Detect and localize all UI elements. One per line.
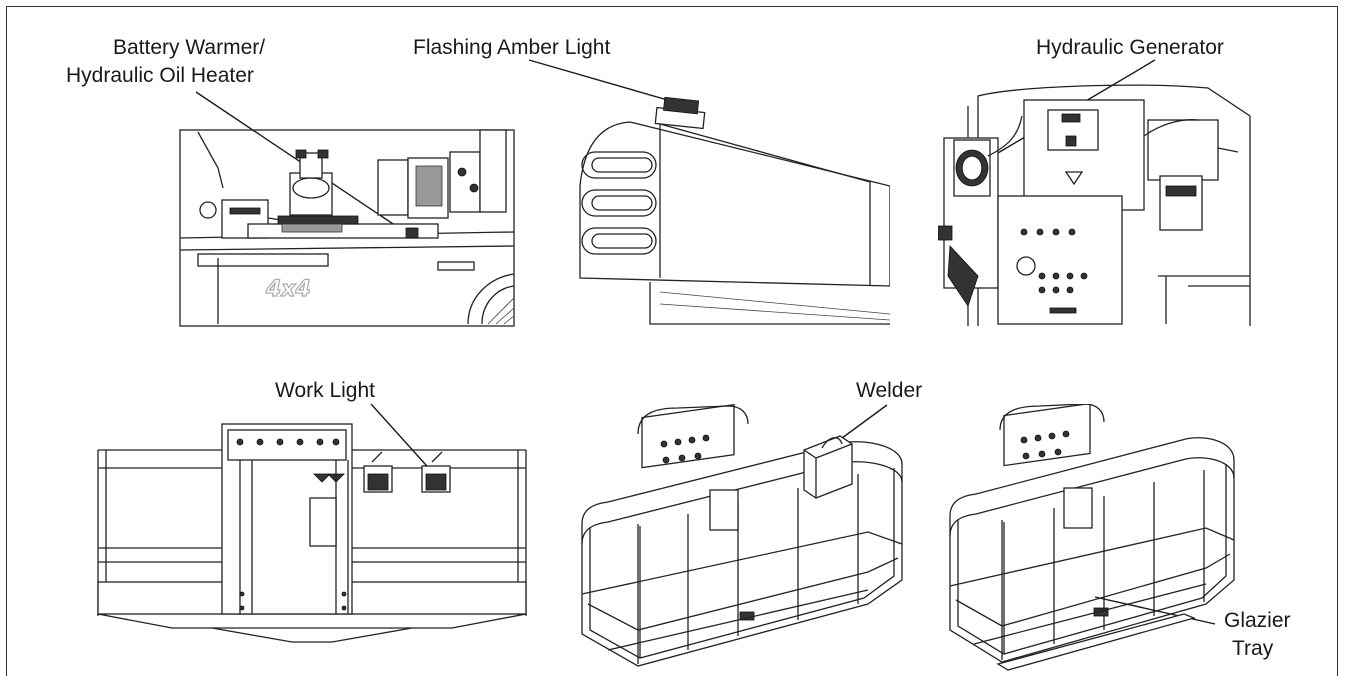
flashing-amber-light-illustration [579,96,890,325]
work-light-illustration [97,423,527,643]
figure-frame [6,6,1338,676]
label-glazier-line1: Glazier [1224,609,1291,632]
label-work-light: Work Light [275,379,375,402]
leader-work-light [370,403,436,476]
label-glazier-line2: Tray [1232,637,1274,660]
hydraulic-generator-illustration [938,84,1251,326]
glazier-tray-illustration [949,404,1235,671]
label-battery-warmer-line1: Battery Warmer/ [113,36,266,59]
label-battery-warmer-line2: Hydraulic Oil Heater [66,64,254,87]
leader-glazier-tray [1094,596,1216,625]
label-welder: Welder [856,379,923,402]
label-hydraulic-generator: Hydraulic Generator [1036,36,1224,59]
welder-illustration [581,404,903,667]
label-flashing-amber-light: Flashing Amber Light [413,36,611,59]
leader-flashing-amber [528,59,679,104]
decal-4x4: 4x4 [265,277,311,302]
battery-warmer-illustration: 4x4 [179,129,515,327]
